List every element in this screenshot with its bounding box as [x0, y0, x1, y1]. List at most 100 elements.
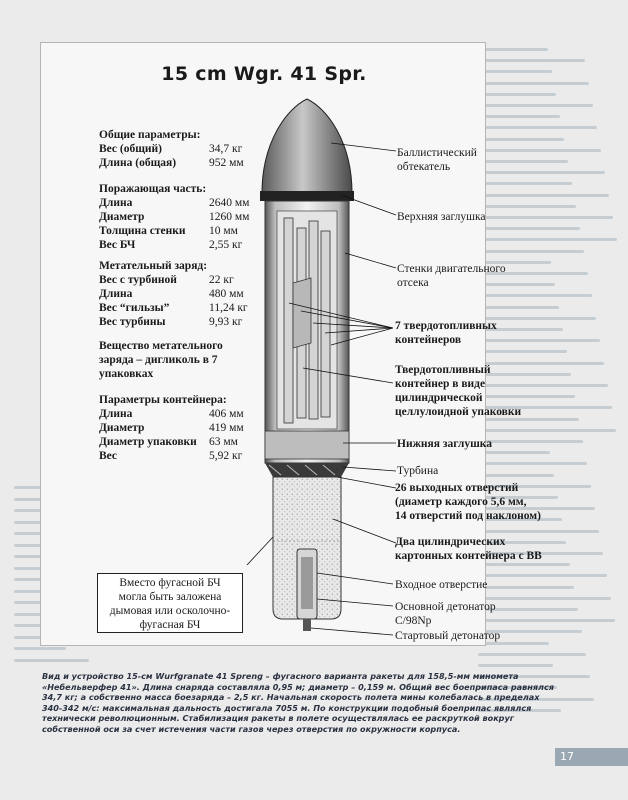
background-text-line [478, 305, 559, 309]
background-text-line [478, 148, 601, 152]
lower-plug [264, 430, 350, 460]
background-text-line [478, 126, 597, 130]
callout-nozzles: (диаметр каждого 5,6 мм, [395, 496, 527, 508]
background-text-line [478, 462, 587, 466]
page-number-bar [555, 748, 628, 766]
background-text-line [478, 652, 586, 656]
background-text-line [478, 339, 600, 343]
callout-nozzles: 14 отверстий под наклоном) [395, 510, 541, 522]
background-text-line [478, 272, 588, 275]
background-text-line [14, 566, 65, 570]
background-text-line [478, 160, 568, 163]
background-text-line [478, 395, 575, 399]
background-text-line [478, 630, 582, 634]
callout-lower-plug: Нижняя заглушка [397, 438, 492, 450]
spec-row: Общие параметры: [99, 129, 201, 141]
background-text-line [478, 697, 594, 701]
background-text-line [478, 249, 584, 253]
spec-row: Длина (общая)952 мм [99, 157, 244, 169]
background-text-line [478, 440, 583, 443]
callout-propellant-containers: контейнеров [395, 334, 462, 346]
spec-row: Параметры контейнера: [99, 394, 227, 406]
callout-ballistic-cap: Баллистический [397, 147, 477, 159]
background-text-line [478, 115, 560, 119]
callout-motor-walls: отсека [397, 277, 429, 289]
background-text-line [478, 552, 603, 555]
background-text-line [478, 664, 553, 667]
background-text-line [478, 675, 590, 679]
background-text-line [478, 563, 570, 567]
background-text-line [478, 596, 611, 600]
background-text-line [478, 540, 566, 544]
background-text-line [478, 507, 595, 511]
spec-row: Вещество метательного [99, 340, 223, 352]
start-detonator [303, 619, 311, 631]
background-text-line [478, 283, 555, 287]
callout-main-detonator: Основной детонатор [395, 601, 496, 613]
background-text-line [478, 372, 571, 376]
background-text-line [478, 428, 616, 432]
illustration-panel: 15 cm Wgr. 41 Spr. [40, 42, 542, 646]
shell-cutaway-diagram [246, 98, 397, 636]
background-text-line [478, 350, 567, 354]
callout-motor-walls: Стенки двигательного [397, 263, 506, 275]
background-text-line [478, 294, 592, 298]
background-text-line [478, 574, 607, 578]
spec-row: заряда – дигликоль в 7 [99, 354, 218, 366]
background-text-line [478, 137, 564, 141]
background-text-line [478, 484, 591, 488]
spec-row: Вес “гильзы”11,24 кг [99, 302, 248, 314]
background-text-line [14, 647, 66, 650]
background-page-text [470, 40, 628, 730]
spec-row: Вес (общий)34,7 кг [99, 143, 243, 155]
background-text-line [478, 260, 551, 264]
background-text-line [478, 686, 557, 690]
background-text-line [478, 619, 615, 623]
callout-inlet: Входное отверстие [395, 579, 488, 591]
background-text-line [478, 496, 558, 499]
background-text-line [478, 171, 605, 175]
background-text-line [478, 518, 562, 522]
page-number: 17 [560, 750, 574, 763]
callout-explosive-containers: Два цилиндрических [395, 536, 506, 548]
background-text-line [478, 48, 548, 51]
callout-main-detonator: C/98Np [395, 615, 432, 627]
background-text-line [478, 216, 613, 219]
background-text-line [478, 641, 549, 645]
background-text-line [478, 316, 596, 320]
callout-propellant-container: цилиндрической [395, 392, 483, 404]
callout-turbine: Турбина [397, 465, 439, 477]
figure-caption: Вид и устройство 15-см Wurfgranate 41 Sp… [42, 671, 554, 734]
background-text-line [478, 361, 604, 365]
background-text-line [14, 486, 64, 489]
background-text-line [478, 451, 550, 455]
callout-propellant-container: Твердотопливный [395, 364, 491, 376]
background-text-line [478, 70, 552, 74]
background-text-line [478, 104, 593, 107]
callout-ballistic-cap: обтекатель [397, 161, 451, 173]
background-text-line [478, 473, 554, 477]
page-title: 15 cm Wgr. 41 Spr. [161, 63, 367, 85]
warhead [272, 476, 342, 620]
background-text-line [478, 59, 585, 63]
background-text-line [478, 92, 556, 96]
background-text-line [478, 529, 599, 533]
background-text-line [478, 328, 563, 331]
background-text-line [14, 658, 89, 662]
background-text-line [478, 585, 574, 589]
background-text-line [478, 81, 589, 85]
upper-plug [260, 191, 354, 201]
background-text-line [478, 238, 617, 242]
callout-propellant-container: контейнер в виде [395, 378, 486, 390]
background-text-line [478, 417, 579, 421]
callout-upper-plug: Верхняя заглушка [397, 211, 486, 223]
